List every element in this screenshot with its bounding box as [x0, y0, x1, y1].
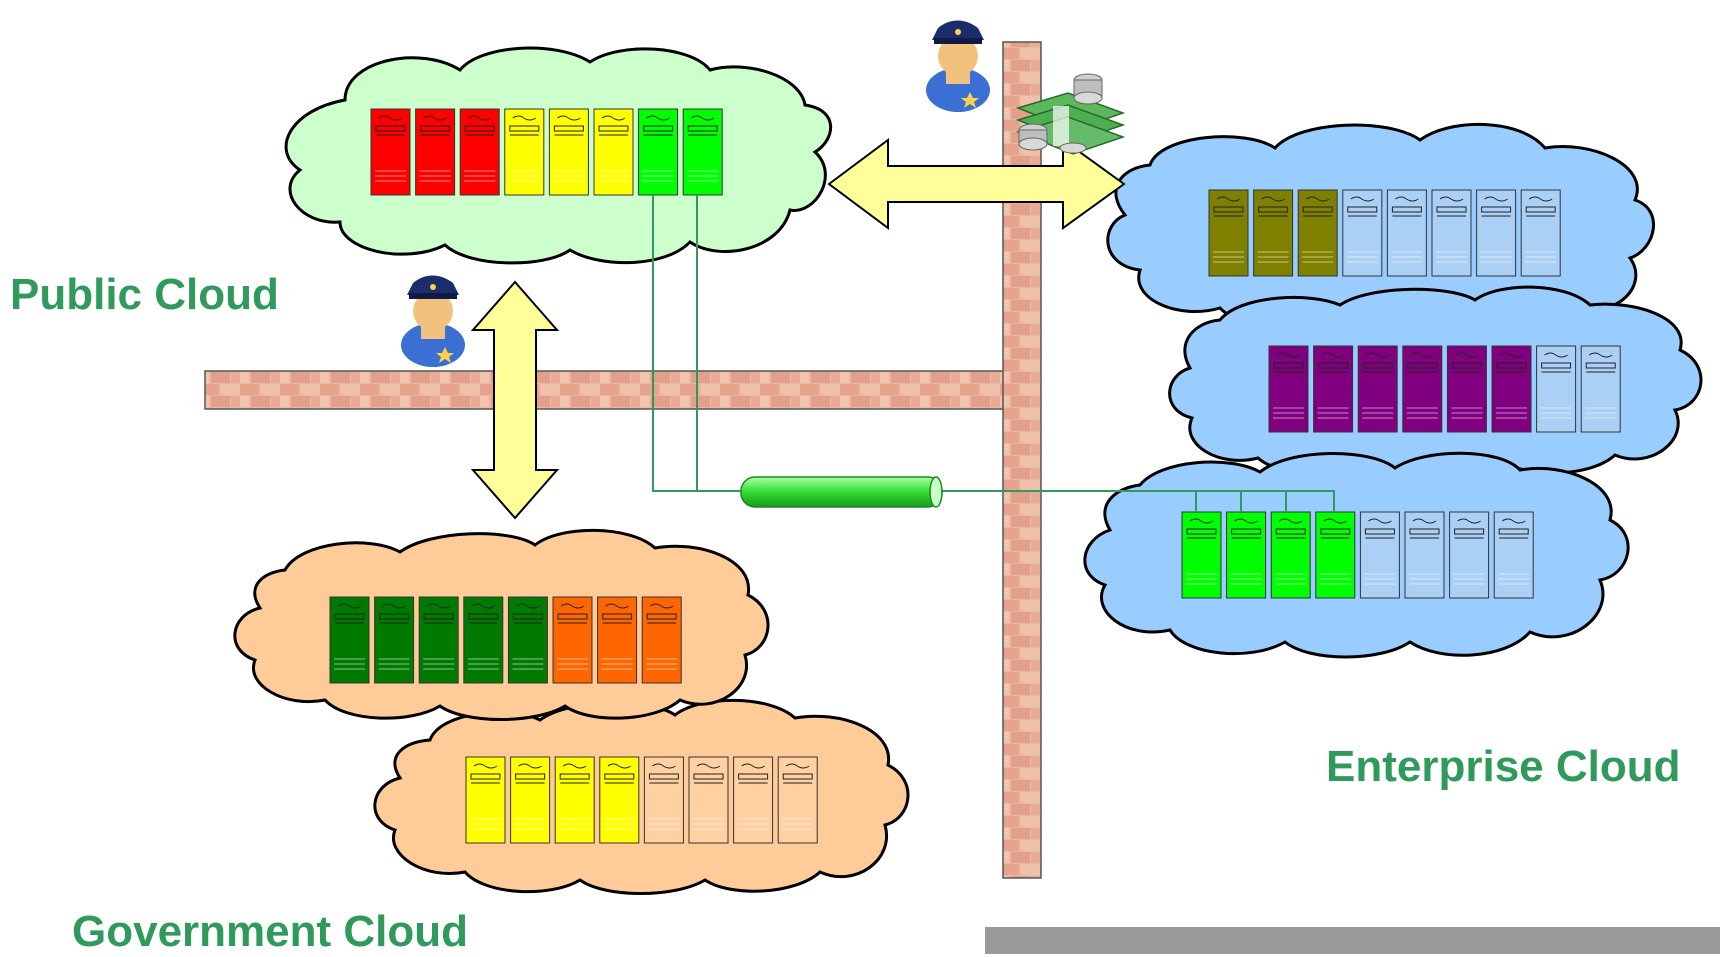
server-rack	[1493, 511, 1534, 599]
server-rack	[1446, 345, 1487, 433]
server-rack	[593, 108, 634, 196]
server-rack	[415, 108, 456, 196]
server-rack	[682, 108, 723, 196]
server-rack	[638, 108, 679, 196]
server-rack	[1208, 189, 1249, 277]
enterprise-cloud-top-servers	[1208, 189, 1561, 277]
server-rack	[510, 756, 551, 844]
server-rack	[1297, 189, 1338, 277]
server-rack	[370, 108, 411, 196]
server-rack	[1226, 511, 1267, 599]
server-rack	[1313, 345, 1354, 433]
server-rack	[418, 596, 459, 684]
server-rack	[688, 756, 729, 844]
server-rack	[641, 596, 682, 684]
enterprise-cloud-middle-servers	[1268, 345, 1621, 433]
server-rack	[374, 596, 415, 684]
enterprise-cloud-bottom-servers	[1181, 511, 1534, 599]
server-rack	[329, 596, 370, 684]
public-government-arrow	[470, 280, 560, 520]
server-rack	[1315, 511, 1356, 599]
server-rack	[1449, 511, 1490, 599]
server-rack	[1181, 511, 1222, 599]
server-rack	[597, 596, 638, 684]
horizontal-firewall-wall	[204, 370, 1041, 410]
government-cloud-bottom-servers	[465, 756, 818, 844]
footer-bar	[985, 927, 1720, 954]
server-rack	[504, 108, 545, 196]
secure-link-lines	[652, 195, 1335, 512]
enterprise-cloud-label: Enterprise Cloud	[1326, 742, 1681, 791]
government-cloud-top-servers	[329, 596, 682, 684]
server-rack	[1476, 189, 1517, 277]
government-cloud-label: Government Cloud	[72, 907, 469, 956]
server-rack	[507, 596, 548, 684]
police-officer-icon	[926, 20, 990, 112]
server-rack	[1342, 189, 1383, 277]
server-rack	[548, 108, 589, 196]
server-rack	[1359, 511, 1400, 599]
tunnel-icon	[740, 476, 943, 508]
server-rack	[599, 756, 640, 844]
server-rack	[1357, 345, 1398, 433]
server-rack	[1431, 189, 1472, 277]
server-rack	[1404, 511, 1445, 599]
server-rack	[459, 108, 500, 196]
server-rack	[1491, 345, 1532, 433]
money-icon	[1015, 73, 1126, 155]
public-cloud-label: Public Cloud	[10, 270, 279, 319]
server-rack	[1580, 345, 1621, 433]
server-rack	[1270, 511, 1311, 599]
server-rack	[1386, 189, 1427, 277]
enterprise-cloud-bottom-shape	[1083, 451, 1630, 659]
police-officer-icon	[401, 275, 465, 367]
server-rack	[643, 756, 684, 844]
server-rack	[552, 596, 593, 684]
server-rack	[554, 756, 595, 844]
server-rack	[463, 596, 504, 684]
server-rack	[1520, 189, 1561, 277]
public-cloud-servers	[370, 108, 723, 196]
server-rack	[1536, 345, 1577, 433]
public-enterprise-arrow	[827, 138, 1126, 230]
server-rack	[1402, 345, 1443, 433]
server-rack	[1268, 345, 1309, 433]
server-rack	[733, 756, 774, 844]
government-cloud-bottom-shape	[373, 698, 910, 895]
server-rack	[1253, 189, 1294, 277]
server-rack	[465, 756, 506, 844]
server-rack	[777, 756, 818, 844]
